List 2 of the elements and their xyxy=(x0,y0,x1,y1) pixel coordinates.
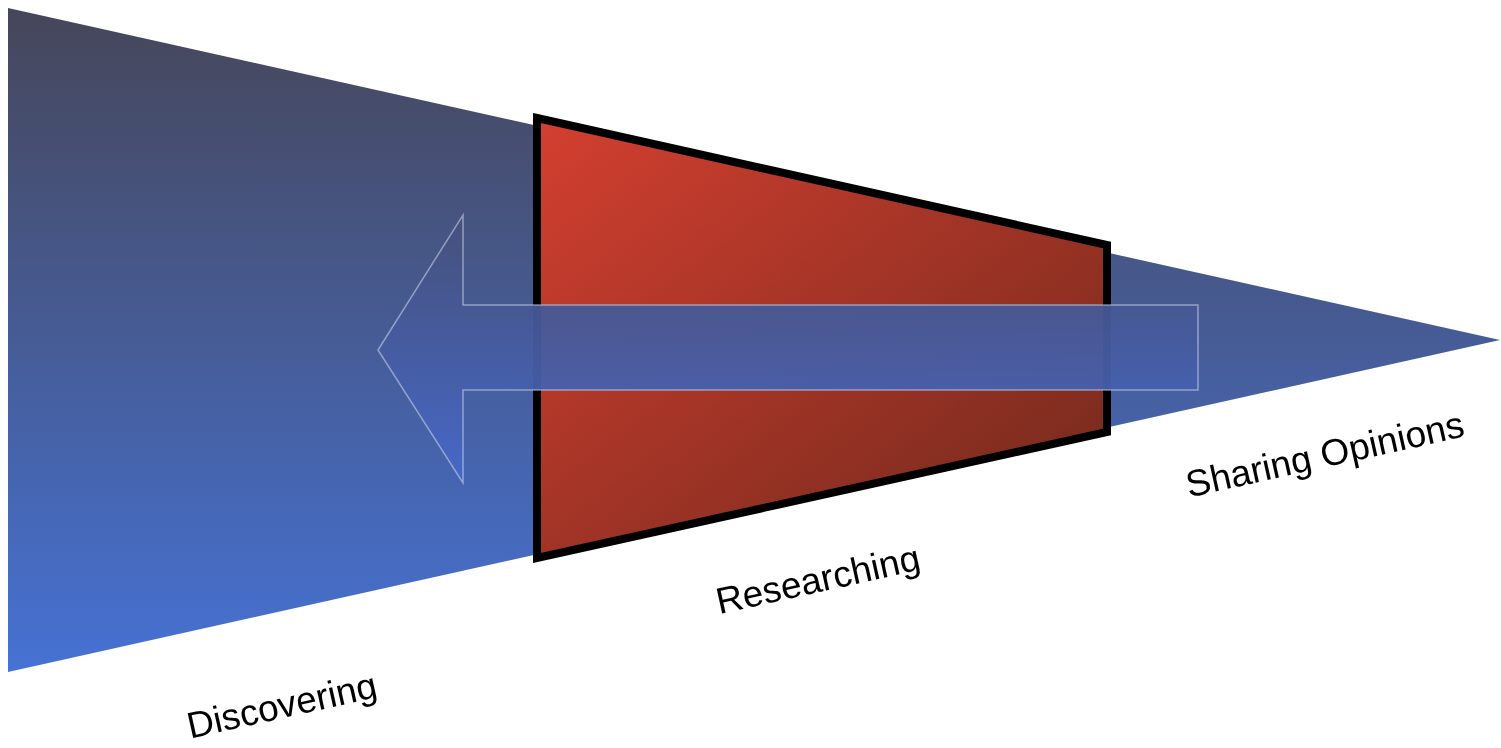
stage-label: Discovering xyxy=(183,664,381,748)
stage-label: Sharing Opinions xyxy=(1181,403,1469,507)
